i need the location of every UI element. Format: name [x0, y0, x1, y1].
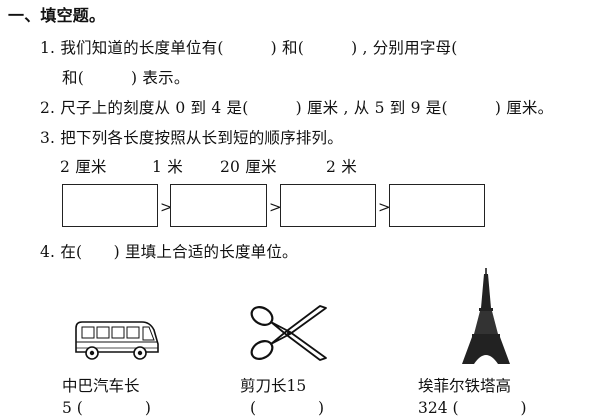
length-option-2: 1 米	[152, 158, 183, 176]
bus-length-answer[interactable]: 5 ( )	[62, 399, 151, 417]
scissors-length-label: 剪刀长15	[240, 377, 307, 395]
question-1-line-2: 和( ) 表示。	[62, 69, 190, 87]
length-option-3: 20 厘米	[220, 158, 277, 176]
bus-length-label: 中巴汽车长	[62, 377, 140, 395]
greater-than-sign-3: >	[378, 198, 391, 216]
order-answer-box-3[interactable]	[280, 184, 376, 227]
greater-than-sign-2: >	[269, 198, 282, 216]
length-option-4: 2 米	[326, 158, 357, 176]
bus-icon	[75, 321, 159, 360]
greater-than-sign-1: >	[160, 198, 173, 216]
tower-height-label: 埃菲尔铁塔高	[418, 377, 512, 395]
scissors-icon	[250, 305, 327, 361]
question-3-prompt: 3. 把下列各长度按照从长到短的顺序排列。	[40, 129, 343, 147]
eiffel-tower-icon	[462, 268, 510, 364]
scissors-length-answer[interactable]: ( )	[250, 399, 325, 417]
order-answer-box-2[interactable]	[170, 184, 267, 227]
tower-height-answer[interactable]: 324 ( )	[418, 399, 527, 417]
order-answer-box-1[interactable]	[62, 184, 158, 227]
order-answer-box-4[interactable]	[389, 184, 485, 227]
length-option-1: 2 厘米	[60, 158, 107, 176]
question-2: 2. 尺子上的刻度从 0 到 4 是( ) 厘米 , 从 5 到 9 是( ) …	[40, 99, 554, 117]
question-1-line-1: 1. 我们知道的长度单位有( ) 和( ) , 分别用字母(	[40, 39, 458, 57]
section-title: 一、填空题。	[8, 6, 106, 25]
question-4-prompt: 4. 在( ) 里填上合适的长度单位。	[40, 243, 298, 261]
